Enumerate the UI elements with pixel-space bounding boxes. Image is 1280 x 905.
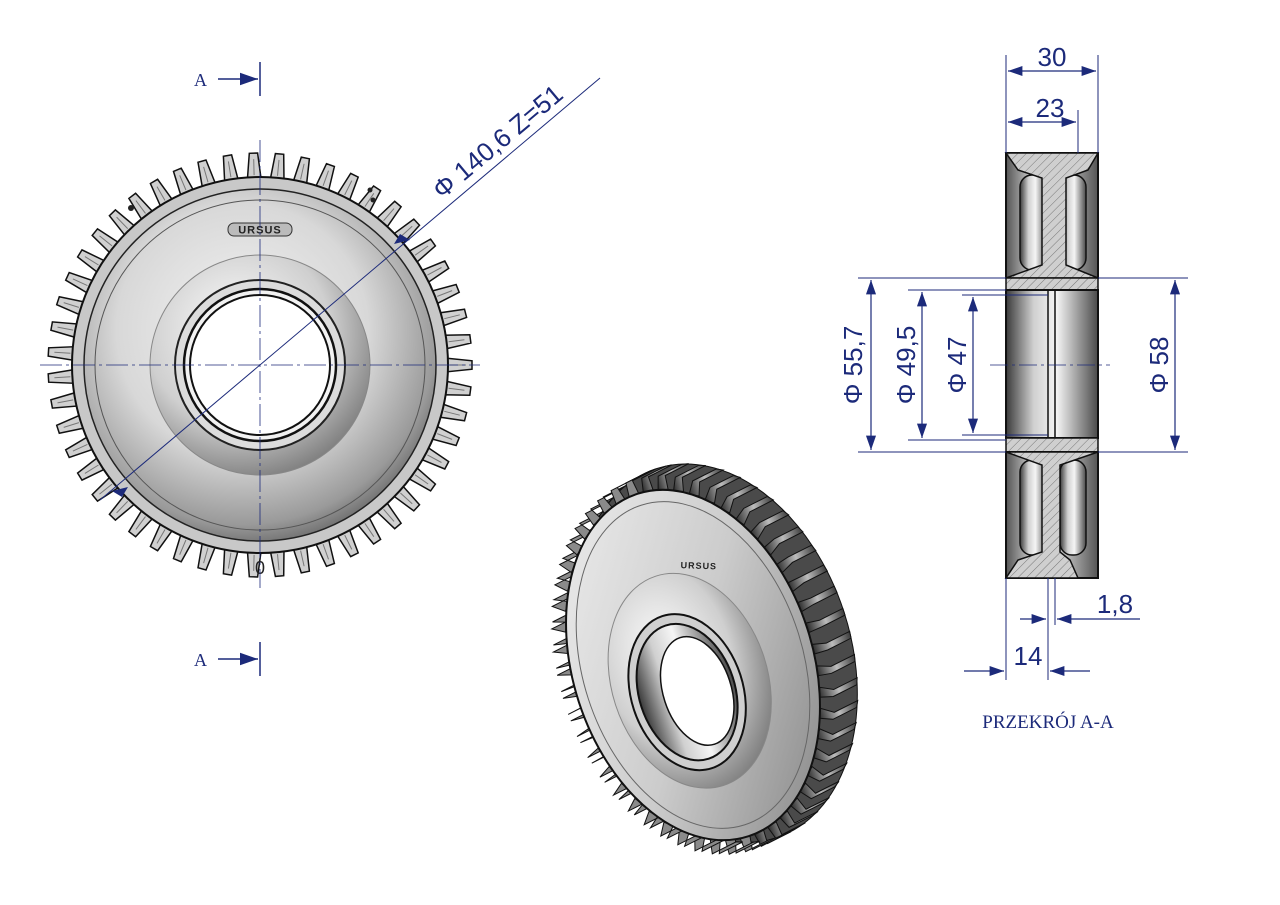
section-lower-half: [1004, 451, 1099, 579]
section-marker-top: A: [194, 62, 261, 96]
tooth-highlight: [54, 351, 71, 354]
tooth-highlight: [227, 552, 232, 569]
tooth-highlight: [116, 501, 129, 514]
tooth-highlight: [322, 170, 329, 186]
tooth-highlight: [437, 290, 453, 297]
tooth-highlight: [383, 208, 395, 222]
iso-gear-tooth: [798, 780, 840, 800]
tooth-highlight: [54, 376, 71, 379]
tooth-highlight: [63, 302, 80, 308]
iso-gear-tooth: [806, 762, 849, 782]
section-hub: [1005, 277, 1099, 453]
tooth-highlight: [444, 410, 460, 416]
tooth-highlight: [414, 474, 429, 485]
tooth-highlight: [277, 554, 280, 571]
timing-mark: 0: [255, 558, 265, 578]
ursus-logo: URSUS: [238, 225, 282, 237]
front-view: URSUS 0 Φ 140,6 Z=51 A A: [40, 62, 601, 676]
section-upper-half: [1004, 152, 1100, 279]
tooth-highlight: [427, 454, 442, 463]
tooth-highlight: [427, 267, 442, 276]
tooth-highlight: [72, 278, 88, 287]
dim-groove: 1,8: [1020, 578, 1140, 680]
tooth-highlight: [63, 422, 80, 428]
dim-text: 1,8: [1097, 589, 1133, 619]
iso-ursus-logo: URSUS: [680, 560, 717, 571]
tooth-highlight: [344, 180, 353, 196]
iso-face-ring: [575, 501, 811, 829]
section-caption: PRZEKRÓJ A-A: [982, 711, 1114, 733]
tooth-highlight: [300, 550, 305, 567]
diameter-leader: [99, 77, 601, 501]
tooth-highlight: [179, 175, 187, 191]
tooth-highlight: [400, 492, 413, 505]
tooth-highlight: [300, 163, 305, 180]
dim-text: Φ 55,7: [838, 326, 868, 405]
dim-text: Φ 58: [1144, 337, 1174, 394]
dot-mark-icon: [367, 187, 373, 193]
dim-text: 23: [1036, 93, 1065, 123]
tooth-highlight: [444, 314, 460, 320]
tooth-highlight: [72, 443, 88, 452]
gear-diameter-label: Φ 140,6 Z=51: [427, 79, 569, 205]
tooth-highlight: [179, 539, 187, 555]
tooth-highlight: [84, 464, 99, 474]
dim-text: Φ 47: [942, 337, 972, 394]
dim-d47: Φ 47: [942, 294, 1048, 436]
dot-mark-icon: [370, 197, 376, 203]
tooth-highlight: [99, 235, 113, 247]
tooth-highlight: [227, 161, 232, 178]
isometric-view: URSUS: [550, 463, 859, 855]
iso-bore-through: [659, 635, 735, 746]
tooth-highlight: [84, 256, 99, 266]
tooth-highlight: [156, 529, 166, 544]
tooth-highlight: [57, 399, 74, 404]
tooth-highlight: [364, 193, 375, 207]
dim-text: 30: [1038, 42, 1067, 72]
tooth-highlight: [135, 516, 146, 530]
dim-text: Φ 49,5: [891, 326, 921, 405]
dim-offset: 14: [964, 578, 1090, 680]
section-view: 30 23 Φ 55,7 Φ 49,5 Φ 47: [838, 42, 1188, 733]
tooth-highlight: [344, 534, 353, 550]
tooth-highlight: [448, 339, 465, 343]
tooth-highlight: [322, 544, 329, 560]
tooth-highlight: [383, 508, 395, 522]
dim-text: 14: [1014, 641, 1043, 671]
dim-hub-width: 23: [1008, 93, 1079, 153]
tooth-highlight: [99, 483, 113, 495]
tooth-highlight: [135, 200, 146, 214]
tooth-highlight: [448, 387, 465, 391]
section-letter: A: [194, 650, 207, 670]
dim-d58: Φ 58: [1098, 277, 1188, 453]
tooth-highlight: [437, 433, 453, 440]
tooth-highlight: [414, 245, 429, 256]
arrow-icon: [394, 234, 410, 244]
dot-mark-icon: [128, 205, 134, 211]
section-marker-bottom: A: [194, 642, 261, 676]
dim-d55-7: Φ 55,7: [838, 277, 1006, 453]
tooth-highlight: [203, 166, 209, 183]
tooth-highlight: [156, 186, 166, 201]
tooth-highlight: [116, 216, 129, 229]
dim-d49-5: Φ 49,5: [891, 289, 1006, 441]
tooth-highlight: [57, 326, 74, 331]
tooth-highlight: [400, 225, 413, 238]
dim-total-width: 30: [1005, 42, 1099, 153]
section-letter: A: [194, 70, 207, 90]
tooth-highlight: [277, 159, 280, 176]
arrow-icon: [112, 487, 128, 497]
tooth-highlight: [203, 547, 209, 564]
tooth-highlight: [364, 523, 375, 537]
